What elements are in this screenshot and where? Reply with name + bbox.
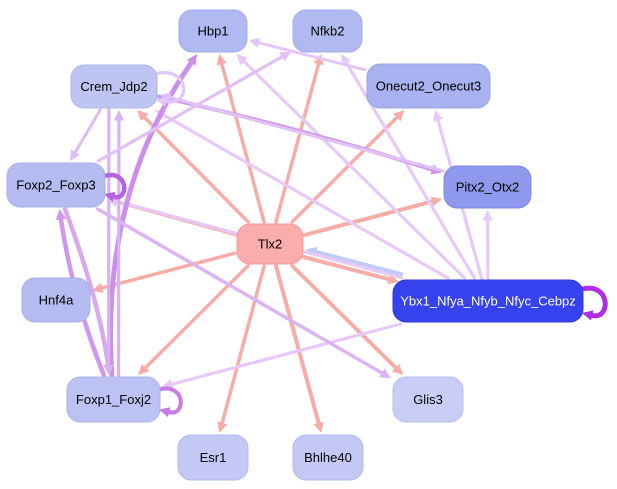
- node-crem-box[interactable]: [70, 64, 158, 109]
- edge-tlx2-glis3-arrowhead: [391, 363, 404, 375]
- node-hnf4a-label: Hnf4a: [39, 293, 74, 308]
- edge-crem-foxp2: [73, 108, 102, 154]
- self-loop-ybx1-arrowhead: [582, 310, 594, 321]
- edge-ybx1-onecut-arrowhead: [432, 110, 443, 122]
- edge-tlx2-ybx1-arrowhead: [387, 274, 400, 285]
- edge-tlx2-esr1-arrowhead: [217, 421, 228, 433]
- self-loop-foxp2-arrowhead: [104, 191, 116, 202]
- self-loop-foxp1-arrowhead: [159, 407, 171, 418]
- edge-crem-foxp1-arrowhead: [103, 364, 114, 375]
- node-nfkb2-label: Nfkb2: [311, 24, 345, 39]
- edge-ybx1-foxp1: [170, 322, 403, 386]
- node-onecut-box[interactable]: [366, 63, 491, 109]
- edge-crem-foxp2-arrowhead: [70, 149, 80, 161]
- edge-tlx2-ybx1: [301, 255, 391, 282]
- edge-ybx1-nfkb2-arrowhead: [341, 54, 352, 66]
- edge-tlx2-glis3: [290, 264, 398, 370]
- edge-tlx2-pitx2: [303, 199, 434, 237]
- edge-foxp2-glis3: [95, 207, 384, 375]
- edge-tlx2-hbp1-arrowhead: [216, 54, 227, 66]
- edge-tlx2-hbp1: [220, 62, 266, 224]
- edge-tlx2-foxp1-arrowhead: [138, 363, 150, 375]
- node-foxp2-box[interactable]: [6, 162, 106, 208]
- edge-onecut-hbp1: [257, 41, 367, 72]
- node-onecut-label: Onecut2_Onecut3: [376, 79, 482, 94]
- node-glis3-box[interactable]: [392, 376, 464, 423]
- edge-tlx2-foxp1: [143, 264, 250, 370]
- edge-ybx1-hbp1-arrowhead: [236, 54, 248, 66]
- node-pitx2-box[interactable]: [443, 165, 532, 209]
- edge-ybx1-pitx2-arrowhead: [482, 210, 493, 221]
- edge-tlx2-pitx2-arrowhead: [430, 196, 442, 207]
- node-pitx2-label: Pitx2_Otx2: [456, 180, 520, 195]
- edge-ybx1-hbp1: [242, 59, 467, 280]
- self-loop-crem: [154, 71, 186, 104]
- self-loop-crem-arrowhead: [156, 96, 168, 107]
- self-loop-foxp2: [101, 172, 127, 200]
- edge-foxp1-crem-arrowhead: [113, 110, 125, 121]
- node-foxp1-label: Foxp1_Foxj2: [76, 392, 151, 407]
- edge-tlx2-onecut-arrowhead: [393, 110, 405, 122]
- node-glis3-label: Glis3: [413, 392, 443, 407]
- edge-foxp1-foxp2-arrowhead: [55, 209, 67, 221]
- node-hbp1-label: Hbp1: [197, 24, 228, 39]
- node-ybx1-box[interactable]: [392, 279, 584, 323]
- node-ybx1-label: Ybx1_Nfya_Nfyb_Nfyc_Cebpz: [400, 294, 576, 309]
- edge-tlx2-esr1: [220, 264, 266, 425]
- edge-foxp2-glis3-arrowhead: [379, 368, 391, 379]
- node-nfkb2-box[interactable]: [292, 9, 363, 53]
- node-tlx2-box[interactable]: [236, 223, 304, 265]
- edge-foxp2-foxp1: [62, 206, 111, 367]
- node-foxp1-box[interactable]: [66, 376, 161, 423]
- edge-tlx2-nfkb2-arrowhead: [313, 54, 324, 66]
- node-foxp2-label: Foxp2_Foxp3: [16, 178, 96, 193]
- node-bhlhe40-box[interactable]: [292, 434, 364, 481]
- edge-tlx2-onecut: [290, 115, 399, 224]
- node-hnf4a-box[interactable]: [21, 277, 91, 323]
- edge-tlx2-hnf4a-arrowhead: [92, 282, 104, 293]
- edge-foxp1-hbp1-arrowhead: [186, 54, 198, 66]
- edge-ybx1-crem: [162, 113, 450, 280]
- edge-tlx2-crem-arrowhead: [137, 110, 149, 122]
- edge-tlx2-hnf4a: [100, 251, 237, 290]
- node-esr1-box[interactable]: [177, 434, 249, 481]
- edge-tlx2-bhlhe40: [273, 264, 321, 425]
- edge-foxp2-nfkb2-arrowhead: [279, 51, 291, 62]
- node-bhlhe40-label: Bhlhe40: [304, 450, 352, 465]
- edge-onecut-hbp1-arrowhead: [249, 37, 261, 48]
- node-tlx2-label: Tlx2: [258, 237, 283, 252]
- edge-pitx2-crem: [168, 95, 445, 173]
- edge-ybx1-tlx2: [314, 249, 404, 277]
- edge-tlx2-nfkb2: [274, 62, 321, 224]
- node-hbp1-box[interactable]: [178, 9, 248, 53]
- node-crem-label: Crem_Jdp2: [80, 79, 147, 94]
- edge-foxp2-nfkb2: [96, 55, 284, 163]
- node-esr1-label: Esr1: [200, 450, 227, 465]
- self-loop-ybx1: [579, 285, 608, 319]
- self-loop-foxp1: [157, 386, 183, 415]
- edge-tlx2-bhlhe40-arrowhead: [313, 421, 324, 433]
- edge-tlx2-crem: [142, 115, 250, 224]
